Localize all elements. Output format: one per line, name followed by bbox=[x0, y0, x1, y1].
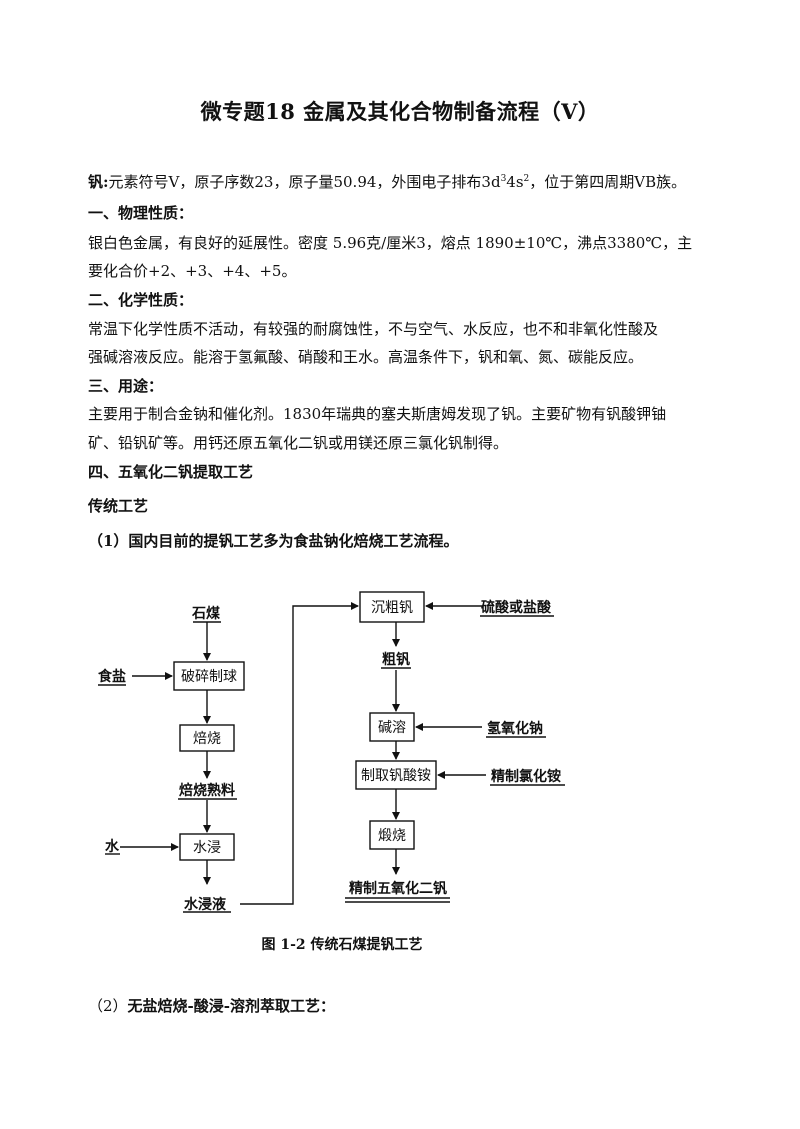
leach-label: 水浸 bbox=[193, 840, 221, 856]
nh4cl-label: 精制氯化铵 bbox=[491, 768, 561, 785]
diagram-caption: 图 1-2 传统石煤提钒工艺 bbox=[261, 936, 422, 953]
chemical-line-1: 常温下化学性质不活动，有较强的耐腐蚀性，不与空气、水反应，也不和非氧化性酸及 bbox=[88, 320, 659, 338]
roast-label: 焙烧 bbox=[193, 731, 221, 747]
step-2-text: （2）无盐焙烧-酸浸-溶剂萃取工艺： bbox=[88, 996, 728, 1016]
step-1-text: （1）国内目前的提钒工艺多为食盐钠化焙烧工艺流程。 bbox=[88, 532, 459, 550]
intro-sup1: 3 bbox=[500, 174, 507, 184]
precip-box bbox=[359, 591, 425, 623]
crush-label: 破碎制球 bbox=[181, 669, 237, 685]
coal-label: 石煤 bbox=[191, 605, 221, 622]
traditional-heading: 传统工艺 bbox=[88, 497, 149, 515]
extraction-heading: 四、五氧化二钒提取工艺 bbox=[88, 463, 254, 481]
intro-text-a: 元素符号V，原子序数23，原子量50.94，外围电子排布3d bbox=[108, 173, 501, 191]
intro-text-c: ，位于第四周期VB族。 bbox=[529, 173, 687, 191]
intro-label: 钒: bbox=[88, 173, 109, 191]
calcine-box bbox=[369, 820, 415, 850]
naoh-label: 氢氧化钠 bbox=[487, 720, 543, 737]
crude-label: 粗钒 bbox=[382, 651, 410, 668]
process-flow-diagram: 石煤 食盐 破碎制球 焙烧 焙烧熟料 水 水浸 水浸液 沉粗钒 硫酸或盐酸 粗钒… bbox=[98, 591, 565, 953]
physical-line-1: 银白色金属，有良好的延展性。密度 5.96克/厘米3，熔点 1890±10℃，沸… bbox=[88, 234, 693, 252]
step-2-title: 无盐焙烧-酸浸-溶剂萃取工艺： bbox=[127, 997, 335, 1015]
vanadate-label: 制取钒酸铵 bbox=[361, 768, 431, 784]
precip-label: 沉粗钒 bbox=[371, 600, 413, 616]
salt-label: 食盐 bbox=[98, 668, 126, 685]
crush-box bbox=[173, 661, 245, 691]
chemical-heading: 二、化学性质： bbox=[88, 291, 194, 309]
intro-paragraph: 钒:元素符号V，原子序数23，原子量50.94，外围电子排布3d34s2，位于第… bbox=[88, 172, 728, 192]
connector-arrow bbox=[240, 602, 359, 905]
uses-line-1: 主要用于制合金钠和催化剂。1830年瑞典的塞夫斯唐姆发现了钒。主要矿物有钒酸钾铀 bbox=[88, 405, 667, 423]
physical-heading: 一、物理性质： bbox=[88, 204, 194, 222]
clinker-label: 焙烧熟料 bbox=[179, 782, 235, 799]
acid-label: 硫酸或盐酸 bbox=[481, 599, 552, 616]
uses-heading: 三、用途： bbox=[88, 377, 164, 395]
leachate-label: 水浸液 bbox=[184, 896, 227, 913]
step-2-prefix: （2） bbox=[88, 997, 128, 1015]
chemical-line-2: 强碱溶液反应。能溶于氢氟酸、硝酸和王水。高温条件下，钒和氧、氮、碳能反应。 bbox=[88, 348, 644, 366]
uses-line-2: 矿、铅钒矿等。用钙还原五氧化二钒或用镁还原三氯化钒制得。 bbox=[88, 434, 509, 452]
water-label: 水 bbox=[105, 838, 120, 855]
product-label: 精制五氧化二钒 bbox=[349, 880, 447, 897]
intro-sup2: 2 bbox=[523, 174, 530, 184]
alkali-label: 碱溶 bbox=[378, 720, 406, 736]
calcine-label: 煅烧 bbox=[378, 828, 406, 844]
alkali-box bbox=[369, 712, 415, 742]
physical-line-2: 要化合价+2、+3、+4、+5。 bbox=[88, 262, 297, 280]
page-title: 微专题18 金属及其化合物制备流程（V） bbox=[200, 99, 600, 124]
intro-text-b: 4s bbox=[506, 173, 524, 191]
